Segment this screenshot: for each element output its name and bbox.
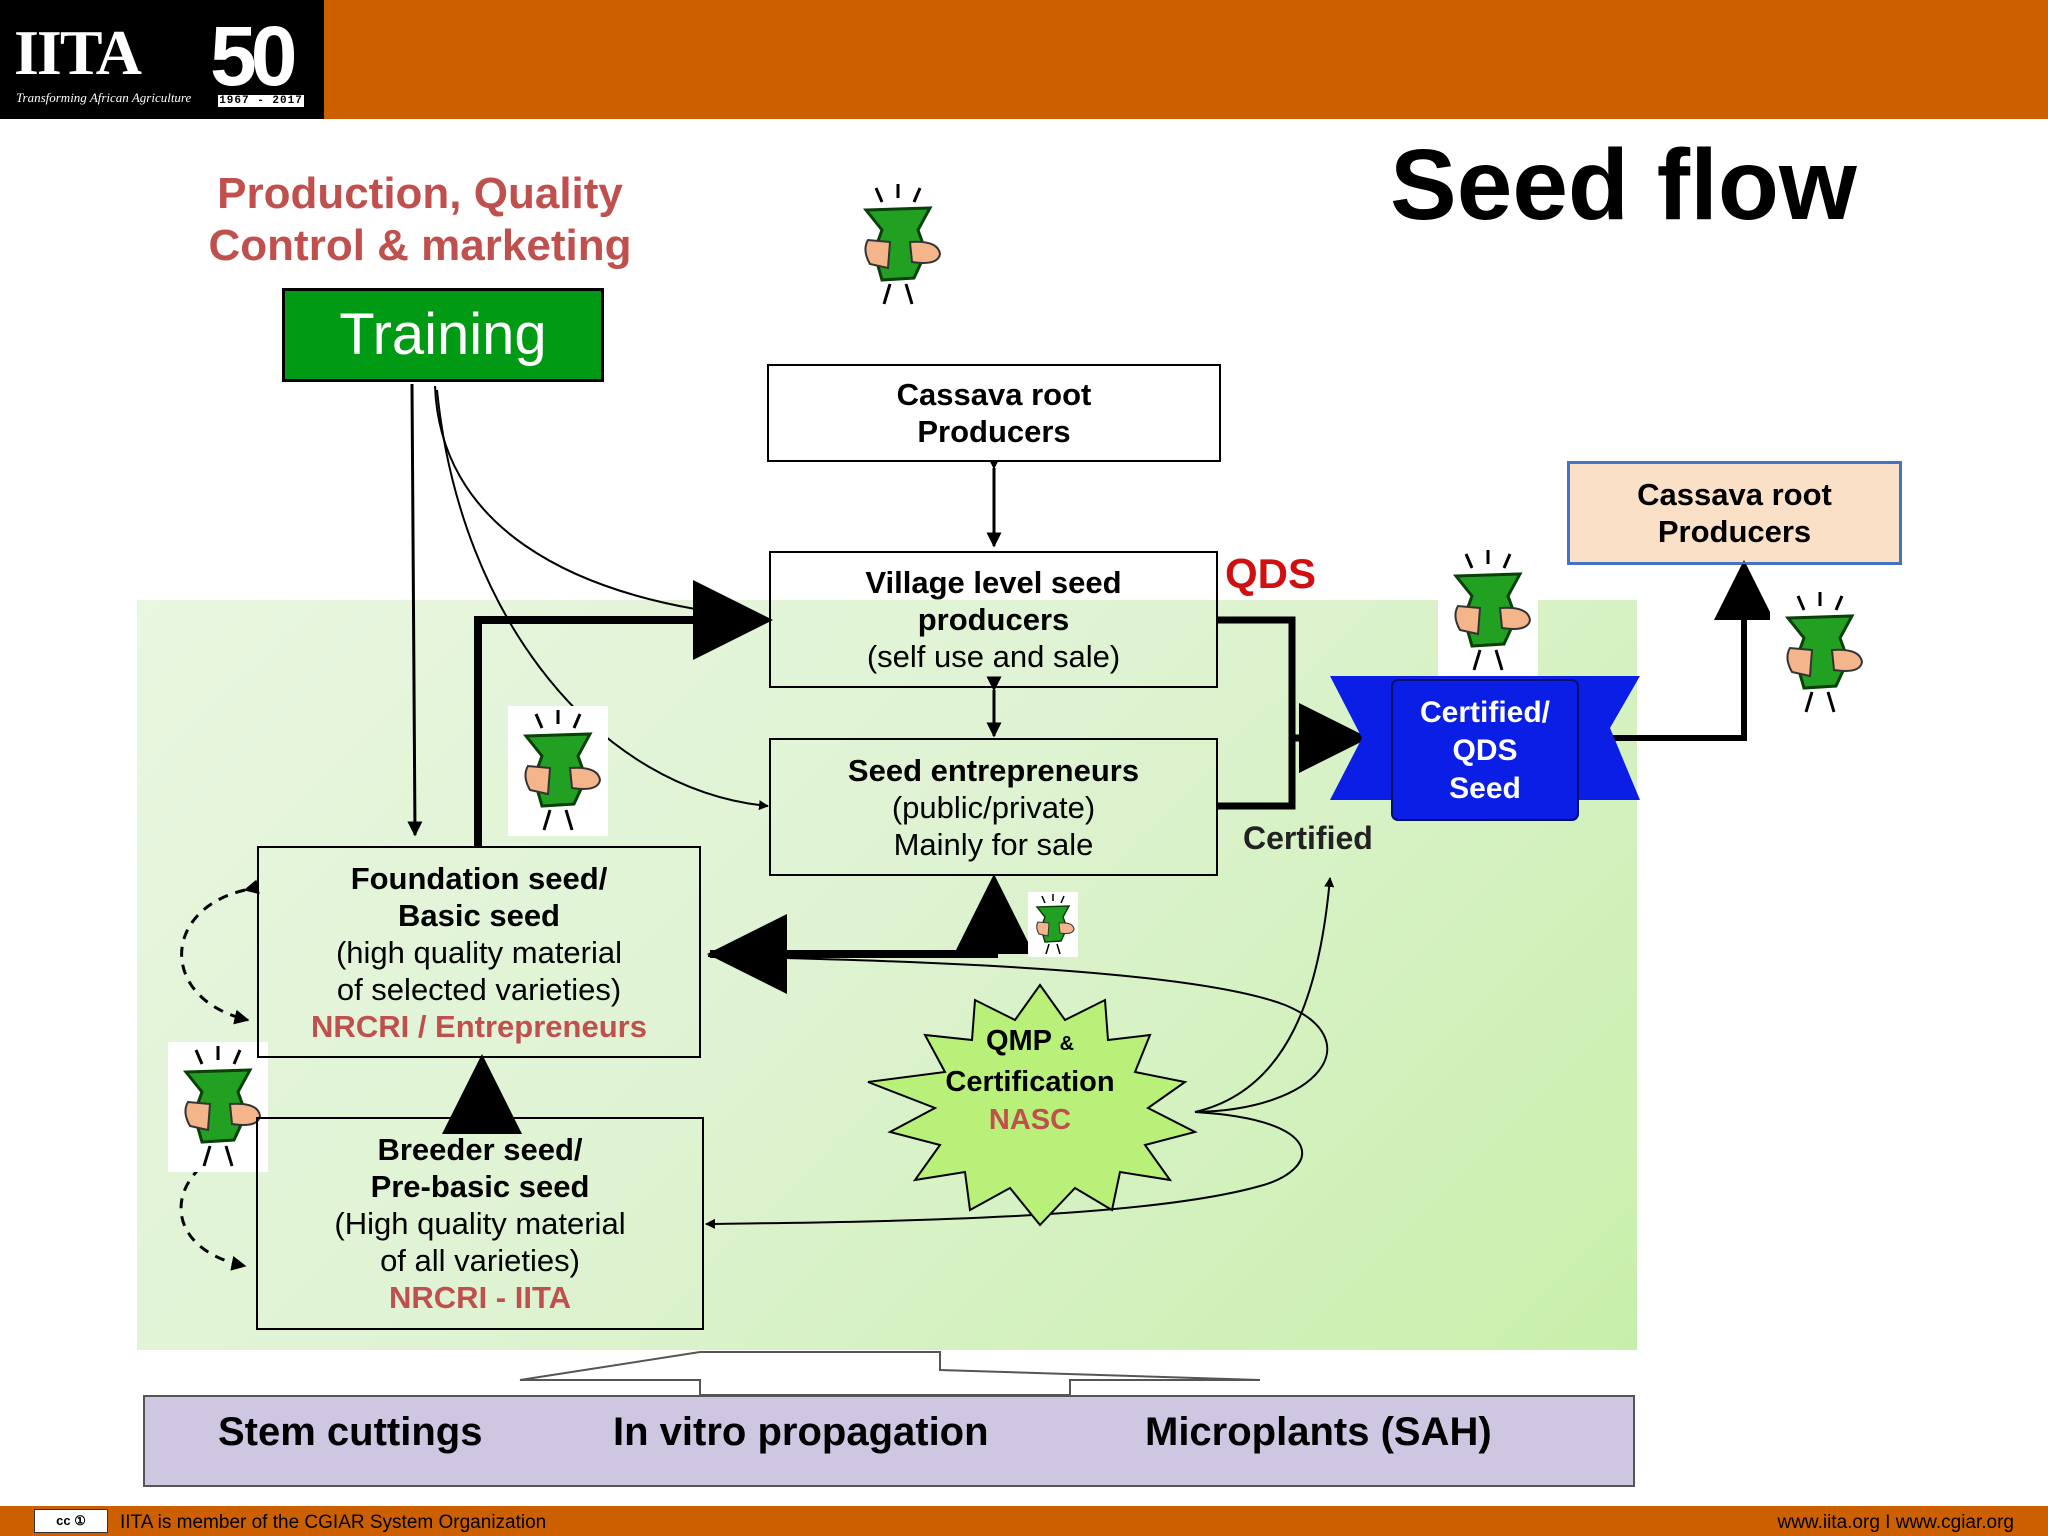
money-hand-icon: [166, 1040, 270, 1174]
entrepreneurs-line-2: (public/private): [891, 789, 1096, 825]
certified-seed-line-3: Seed: [1449, 772, 1521, 805]
foundation-seed-box: Foundation seed/ Basic seed (high qualit…: [257, 846, 701, 1058]
logo-anniversary: 50: [210, 9, 297, 103]
bracket-to-certified: [1218, 616, 1296, 810]
logo-years: 1967 - 2017: [218, 95, 304, 107]
entrepreneurs-line-3: Mainly for sale: [893, 826, 1094, 862]
foundation-line-1: Foundation seed/: [350, 860, 608, 896]
qmp-line-3: NASC: [988, 1104, 1072, 1136]
subtitle-line-2: Control & marketing: [208, 221, 632, 270]
creative-commons-badge: cc ①: [34, 1509, 108, 1533]
foundation-line-4: of selected varieties): [336, 971, 622, 1007]
cassava-top-line-2: Producers: [917, 414, 1071, 449]
entrepreneurs-line-1: Seed entrepreneurs: [847, 752, 1140, 788]
slide-title: Seed flow: [1390, 129, 1857, 241]
seed-entrepreneurs-box: Seed entrepreneurs (public/private) Main…: [769, 738, 1218, 876]
breeder-seed-box: Breeder seed/ Pre-basic seed (High quali…: [256, 1117, 704, 1330]
qmp-amp: &: [1059, 1033, 1075, 1055]
subtitle-line-1: Production, Quality: [217, 169, 623, 218]
propagation-item-in-vitro: In vitro propagation: [613, 1410, 989, 1454]
cassava-right-bg: [1567, 461, 1902, 565]
qmp-to-breeder-curve: [705, 1111, 1304, 1229]
qmp-line-1: QMP: [985, 1025, 1052, 1057]
cassava-top-line-1: Cassava root: [896, 377, 1092, 412]
logo-tagline: Transforming African Agriculture: [16, 90, 192, 105]
village-line-3: (self use and sale): [866, 639, 1121, 674]
certified-seed-line-1: Certified/: [1419, 696, 1551, 729]
money-hand-icon: [1436, 544, 1540, 678]
certified-seed-banner: [1391, 679, 1579, 821]
propagation-methods-bar: [143, 1395, 1635, 1487]
foundation-to-entrepreneurs-arrow: [710, 874, 1034, 958]
breeder-line-4: of all varieties): [380, 1243, 580, 1278]
certified-label: Certified: [1243, 820, 1373, 856]
foundation-multiplication-loop: [180, 879, 260, 1025]
iita-logo: IITA Transforming African Agriculture 50…: [0, 0, 324, 119]
footer-cgiar-statement: IITA is member of the CGIAR System Organ…: [120, 1512, 547, 1533]
cassava-producers-top: Cassava root Producers: [767, 364, 1221, 462]
breeder-line-1: Breeder seed/: [377, 1132, 583, 1167]
certified-seed-label: Certified/ QDS Seed: [1390, 694, 1580, 808]
cassava-right-line-2: Producers: [1657, 514, 1812, 549]
village-seed-producers-box: Village level seed producers (self use a…: [769, 551, 1218, 688]
qmp-to-foundation-curve: [707, 955, 1329, 1113]
qmp-certification-label: QMP & Certification NASC: [900, 1022, 1160, 1139]
training-to-entrepreneurs-arrow: [436, 389, 769, 811]
training-to-village-arrow: [434, 385, 766, 623]
money-hand-icon: [846, 178, 950, 312]
breeder-line-2: Pre-basic seed: [370, 1169, 590, 1204]
village-line-1: Village level seed: [865, 565, 1122, 600]
qmp-line-2: Certification: [945, 1066, 1115, 1098]
money-hand-icon: [506, 704, 610, 838]
propagation-funnel: [519, 1351, 1261, 1396]
propagation-item-microplants: Microplants (SAH): [1145, 1410, 1492, 1454]
qmp-starburst: [867, 983, 1198, 1227]
certified-seed-line-2: QDS: [1452, 734, 1518, 767]
training-to-foundation-arrow: [407, 383, 423, 837]
foundation-to-village-arrow: [474, 580, 773, 848]
money-hand-icon: [1768, 586, 1872, 720]
logo-text: IITA: [14, 17, 142, 88]
breeder-line-3: (High quality material: [334, 1206, 626, 1241]
footer-links[interactable]: www.iita.org I www.cgiar.org: [1777, 1512, 2014, 1533]
footer-bar: [0, 1506, 2048, 1536]
foundation-line-5: NRCRI / Entrepreneurs: [311, 1008, 647, 1044]
header-bar: [0, 0, 2048, 119]
qmp-to-certified-curve: [1194, 877, 1335, 1113]
training-box: Training: [282, 288, 604, 382]
breeder-line-5: NRCRI - IITA: [389, 1280, 571, 1315]
propagation-item-stem-cuttings: Stem cuttings: [218, 1410, 483, 1454]
foundation-line-3: (high quality material: [335, 934, 623, 970]
qds-label: QDS: [1225, 550, 1317, 597]
money-hand-icon: [1027, 891, 1079, 958]
slide-subtitle: Production, Quality Control & marketing: [130, 168, 710, 272]
certified-to-cassava-arrow: [1604, 560, 1774, 741]
cassava-producers-right: Cassava root Producers: [1568, 462, 1901, 564]
village-line-2: producers: [917, 602, 1070, 637]
cassava-right-line-1: Cassava root: [1637, 477, 1832, 512]
foundation-line-2: Basic seed: [398, 897, 560, 933]
